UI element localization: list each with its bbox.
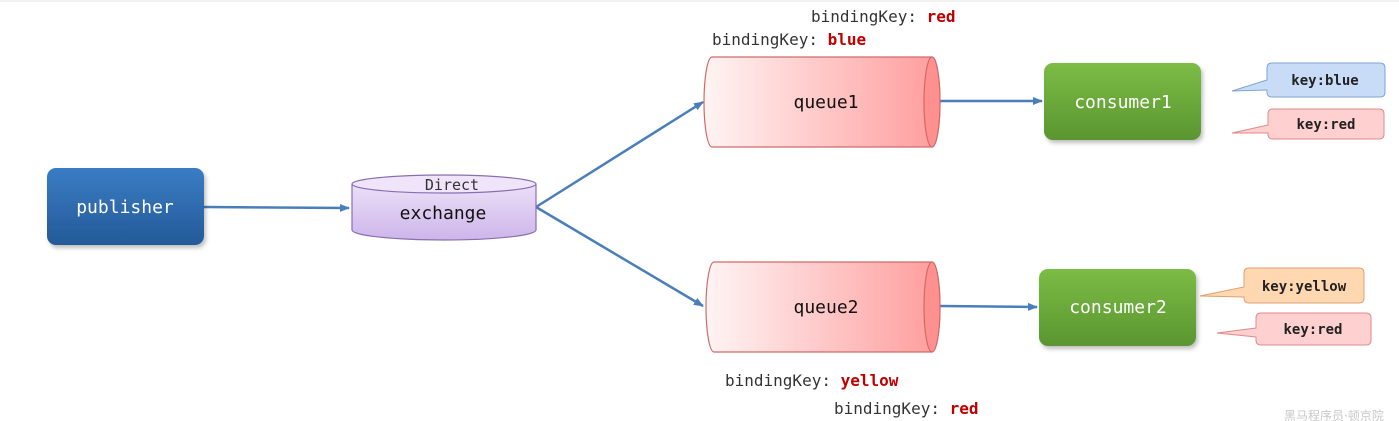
binding-prefix: bindingKey: bbox=[725, 371, 831, 390]
consumer2-label: consumer2 bbox=[1069, 297, 1167, 318]
consumer1-label: consumer1 bbox=[1074, 92, 1172, 113]
consumer1-node[interactable]: consumer1 bbox=[1044, 63, 1201, 140]
callout-key-yellow-text: key:yellow bbox=[1262, 279, 1347, 295]
binding-prefix: bindingKey: bbox=[811, 7, 917, 26]
queue1-binding-blue: bindingKey: blue bbox=[712, 30, 866, 49]
queue2-node[interactable]: queue2 bbox=[705, 261, 941, 353]
callout-key-blue: key:blue bbox=[1231, 62, 1386, 98]
queue2-binding-red: bindingKey: red bbox=[834, 399, 979, 418]
callout-key-yellow: key:yellow bbox=[1199, 267, 1365, 304]
queue1-label: queue1 bbox=[793, 92, 858, 113]
queue2-binding-yellow: bindingKey: yellow bbox=[725, 371, 899, 390]
exchange-label: exchange bbox=[400, 203, 487, 224]
queue2-label: queue2 bbox=[793, 297, 858, 318]
binding-value-blue: blue bbox=[828, 30, 867, 49]
binding-value-red: red bbox=[927, 7, 956, 26]
binding-prefix: bindingKey: bbox=[834, 399, 940, 418]
queue1-binding-red: bindingKey: red bbox=[811, 7, 956, 26]
callout-key-red-1-text: key:red bbox=[1296, 117, 1355, 133]
binding-value-yellow: yellow bbox=[841, 371, 899, 390]
exchange-type-label: Direct bbox=[425, 176, 479, 194]
arrow-exchange-to-queue2 bbox=[535, 205, 704, 308]
arrow-queue2-to-consumer2 bbox=[939, 302, 1038, 311]
callout-key-red-1: key:red bbox=[1231, 108, 1385, 140]
publisher-label: publisher bbox=[76, 197, 174, 218]
queue1-node[interactable]: queue1 bbox=[703, 56, 941, 148]
binding-prefix: bindingKey: bbox=[712, 30, 818, 49]
exchange-node[interactable]: Direct exchange bbox=[351, 174, 537, 241]
arrow-publisher-to-exchange bbox=[203, 203, 350, 212]
callout-key-red-2: key:red bbox=[1216, 312, 1372, 346]
callout-key-blue-text: key:blue bbox=[1291, 73, 1358, 89]
callout-key-red-2-text: key:red bbox=[1283, 322, 1342, 338]
watermark: 黑马程序员·顿京院 bbox=[1284, 408, 1384, 421]
publisher-node[interactable]: publisher bbox=[47, 168, 204, 245]
arrow-exchange-to-queue1 bbox=[535, 100, 704, 209]
consumer2-node[interactable]: consumer2 bbox=[1039, 269, 1196, 346]
binding-value-red-2: red bbox=[950, 399, 979, 418]
